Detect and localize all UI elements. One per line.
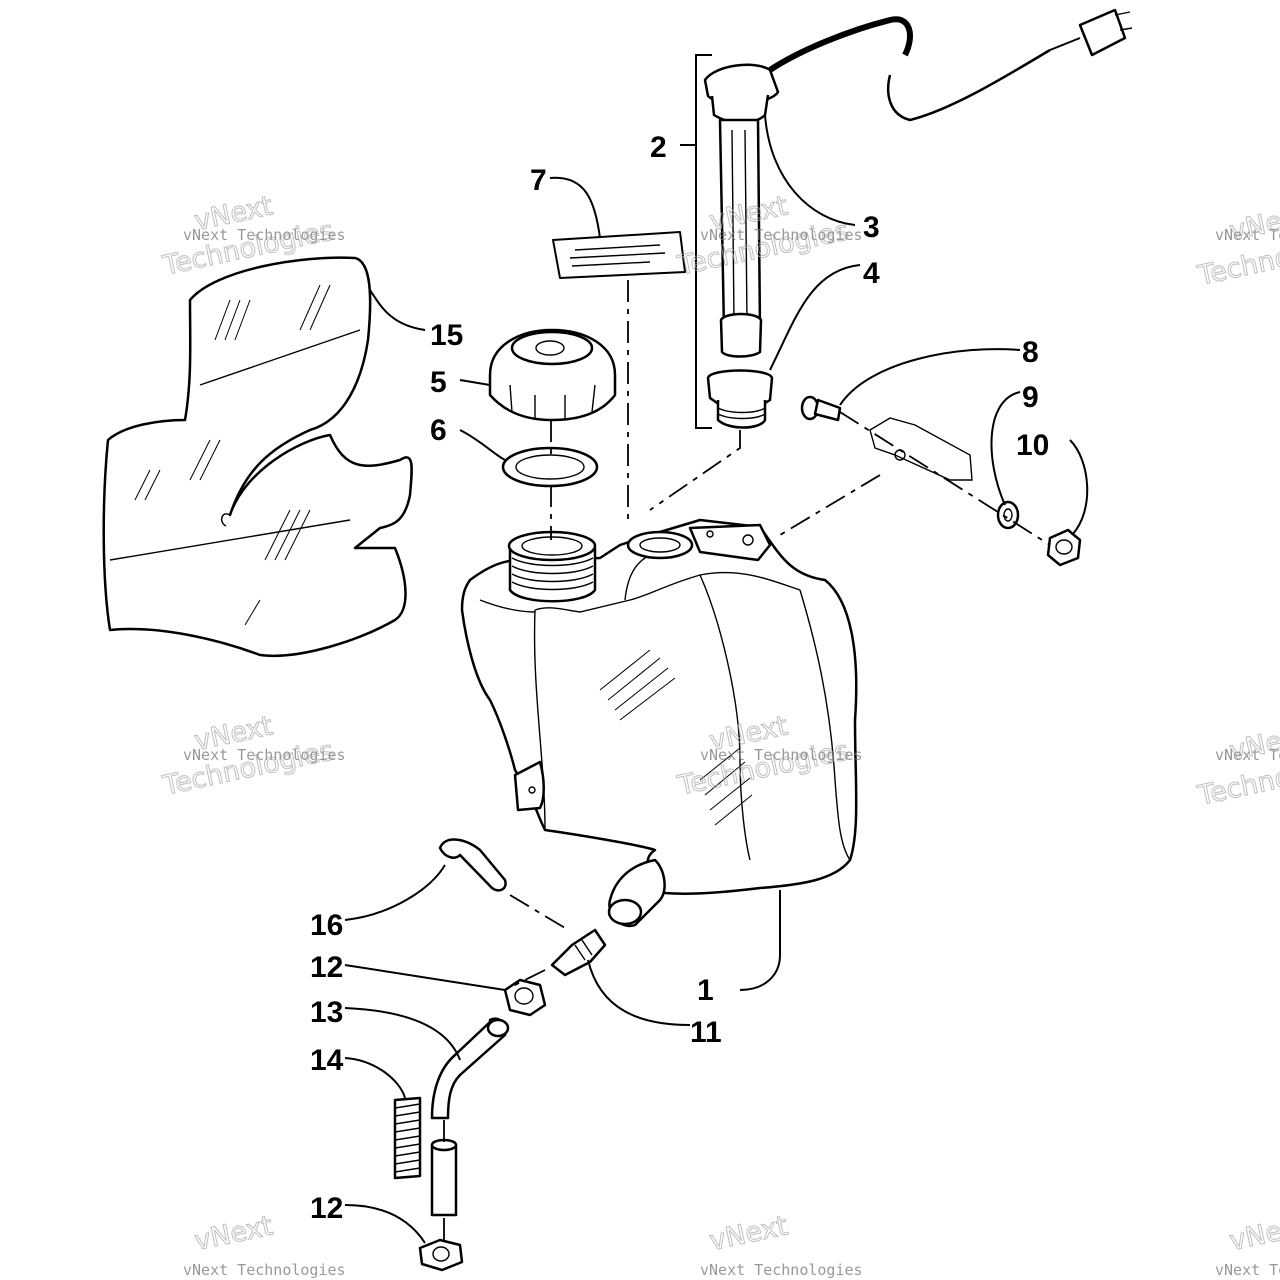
callout-12b: 12 [310, 1192, 343, 1225]
bracket-line-2 [695, 54, 712, 429]
watermark-small-7: vNext Technologies [183, 1261, 346, 1279]
elbow-hose [430, 1017, 510, 1120]
callout-16: 16 [310, 909, 343, 942]
filler-cap [488, 328, 617, 422]
watermark-small-5: vNext Technologies [700, 746, 863, 764]
callout-10: 10 [1016, 429, 1049, 462]
callout-12a: 12 [310, 951, 343, 984]
callout-7: 7 [530, 164, 547, 197]
callout-5: 5 [430, 366, 447, 399]
watermark-small-8: vNext Technologies [700, 1261, 863, 1279]
watermark-large-8a: vNext [707, 1210, 791, 1257]
watermark-large-7a: vNext [192, 1210, 276, 1257]
assembly-lines [443, 280, 1051, 1240]
callout-9: 9 [1022, 381, 1039, 414]
callout-1: 1 [697, 974, 714, 1007]
hose-nut-upper [503, 978, 547, 1017]
callout-3: 3 [863, 211, 880, 244]
callout-14: 14 [310, 1044, 344, 1077]
watermark-small-4: vNext Technologies [183, 746, 346, 764]
watermark-small-3: vNext Technologies [1215, 226, 1280, 244]
callout-labels: 1 2 3 4 5 6 7 8 9 10 11 12 12 13 14 15 1… [310, 131, 1049, 1225]
straight-hose [430, 1138, 458, 1217]
callout-15: 15 [430, 319, 463, 352]
callout-6: 6 [430, 414, 447, 447]
callout-11: 11 [690, 1016, 722, 1049]
watermark-small-6: vNext Technologies [1215, 746, 1280, 764]
watermark-small-1: vNext Technologies [183, 226, 346, 244]
spring [393, 1096, 422, 1180]
callout-4: 4 [863, 257, 880, 290]
hose-nut-lower [418, 1238, 464, 1272]
hose-clip [438, 838, 507, 892]
oil-tank [460, 518, 858, 928]
warning-decal [552, 231, 686, 279]
cap-gasket [501, 446, 599, 488]
callout-2: 2 [650, 131, 667, 164]
watermark-small-9: vNext Technologies [1215, 1261, 1280, 1279]
mounting-hardware [800, 395, 1082, 567]
level-sender [703, 8, 1133, 429]
watermark-small-2: vNext Technologies [700, 226, 863, 244]
heat-shield-panel [102, 256, 413, 657]
callout-13: 13 [310, 996, 343, 1029]
watermark-large-9a: vNext [1227, 1210, 1280, 1257]
outlet-fitting [550, 928, 607, 977]
leader-lines [344, 114, 1089, 1244]
callout-8: 8 [1022, 336, 1039, 369]
